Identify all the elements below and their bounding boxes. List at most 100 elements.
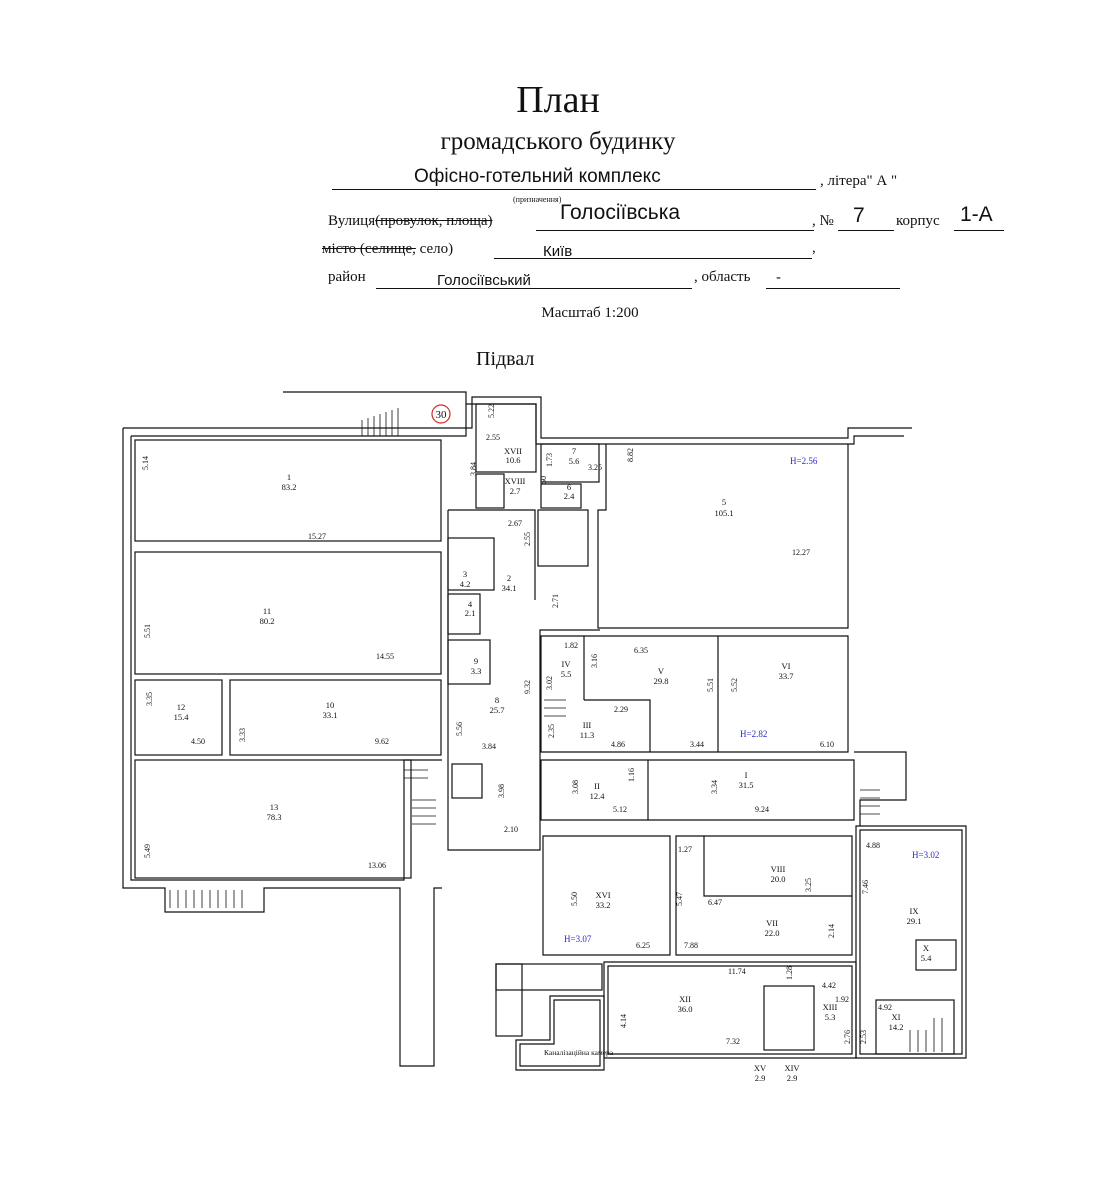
room-III-id: III [583,720,592,730]
korpus-value: 1-А [960,203,993,226]
room-11-outline [134,551,442,675]
sewer-chamber-inner [519,999,601,1067]
room-1-outline [134,439,442,542]
room-I-area: 31.5 [739,780,754,790]
room-X-area: 5.4 [921,953,932,963]
room-XVI-outline [542,835,671,956]
stairs [169,408,943,1052]
room-VIII-area: 20.0 [771,874,786,884]
room-4-id: 4 [468,599,473,609]
pit-2 [495,963,523,1037]
room-XVII-outline [475,403,537,473]
number-value: 7 [853,204,865,227]
oblast-value: - [776,269,781,286]
wall-b [584,699,651,752]
room-XVII-area: 10.6 [506,455,521,465]
room-2-id: 2 [507,573,511,583]
dim-label: 1.82 [564,641,578,650]
room-XV-area: 2.9 [755,1073,766,1083]
room-XI-area: 14.2 [889,1022,904,1032]
room-XVIII-id: XVIII [505,476,526,486]
dim-label: 3.02 [545,676,554,690]
dim-label: 2.67 [508,519,522,528]
dim-label: 4.86 [611,740,625,749]
room-VII-outline [675,835,853,956]
room-3-outline [447,537,495,591]
room-10-outline [229,679,442,756]
dim-label: 12.27 [792,548,810,557]
dim-label: 2.71 [551,594,560,608]
dim-label: 2.53 [859,1030,868,1044]
room-9-outline [447,639,491,685]
dim-label: 4.42 [822,981,836,990]
room-5-outline [597,444,849,629]
dim-label: 5.56 [455,722,464,736]
dim-label: 1.28 [785,966,794,980]
room-VIII-outline [703,836,852,897]
dim-label: 8.82 [626,448,635,462]
dim-label: 2.14 [827,924,836,938]
room-8-id: 8 [495,695,499,705]
room-II-area: 12.4 [590,791,606,801]
marker-number: 30 [436,409,448,421]
dim-label: 3.44 [690,740,704,749]
dim-label: 5.52 [730,678,739,692]
dim-label: 6.10 [820,740,834,749]
dim-label: 4.50 [191,737,205,746]
room-XVIII-area: 2.7 [510,486,521,496]
korpus-label: корпус [896,213,940,229]
dim-label: 2.10 [504,825,518,834]
height-label: H=2.82 [740,729,767,739]
scale-label: Масштаб 1:200 [541,305,639,321]
oblast-label: , область [694,269,751,285]
dim-label: 2.55 [486,433,500,442]
room-XIII-area: 5.3 [825,1012,836,1022]
dim-label: 1.27 [678,845,692,854]
room-9-id: 9 [474,656,478,666]
district-line [376,270,692,289]
room-12-id: 12 [177,702,186,712]
dim-label: 3.35 [145,692,154,706]
dim-label: 6.35 [634,646,648,655]
purpose-line [332,170,816,190]
dim-label: 7.46 [861,880,870,894]
dim-label: 5.14 [141,456,150,470]
dim-label: 15.27 [308,532,326,541]
room-13-id: 13 [270,802,279,812]
room-11-area: 80.2 [260,616,275,626]
room-13-area: 78.3 [267,812,282,822]
room-IV-id: IV [562,659,572,669]
dim-label: 5.49 [143,844,152,858]
room-12-outline [134,679,223,756]
dim-label: 3.25 [588,463,602,472]
dim-label: 4.14 [619,1014,628,1028]
dim-label: 3.33 [238,728,247,742]
room-2-area: 34.1 [502,583,517,593]
room-7-area: 5.6 [569,456,580,466]
marker-circle [431,404,451,424]
room-V-id: V [658,666,665,676]
room-XIV-id: XIV [784,1063,800,1073]
height-label: H=2.56 [790,456,818,466]
street-label: Вулиця(провулок, площа) [328,213,493,229]
dim-label: 9.24 [755,805,769,814]
room-1-area: 83.2 [282,482,297,492]
room-9-area: 3.3 [471,666,482,676]
room-III-area: 11.3 [580,730,595,740]
dim-label: 11.74 [728,967,746,976]
room-5-id: 5 [722,497,726,507]
city-comma: , [812,240,816,256]
dim-label: 4.88 [866,841,880,850]
room-IX-outline [855,825,967,1059]
room-IX-id: IX [910,906,919,916]
korpus-line [954,212,1004,231]
dim-label: 7.88 [684,941,698,950]
dim-label: 9.62 [375,737,389,746]
dim-label: 5.51 [143,624,152,638]
dim-label: 13.06 [368,861,386,870]
room-II-id: II [594,781,600,791]
wc-outline [763,985,815,1051]
dim-label: 5.22 [487,404,496,418]
dim-label: 2.35 [547,724,556,738]
room-XII-inner [607,965,853,1055]
